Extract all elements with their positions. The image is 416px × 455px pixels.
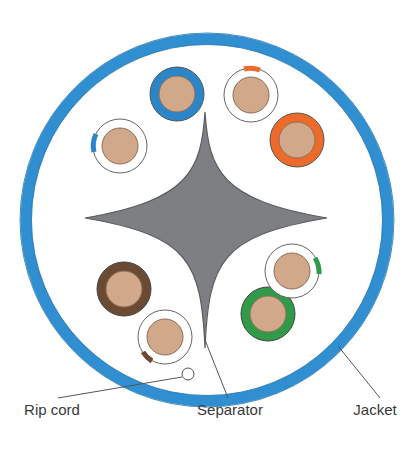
part-label: Separator (197, 401, 263, 419)
leader-line (58, 377, 182, 398)
leader-line (338, 346, 380, 398)
conductor-blue (150, 67, 204, 121)
jacket-edge (20, 33, 394, 407)
conductor-white-blue (93, 119, 147, 173)
leader-line (205, 340, 228, 398)
rip-cord (182, 368, 194, 380)
part-label: Jacket (353, 401, 396, 419)
conductor-brown (97, 262, 151, 316)
conductor-white-green (265, 244, 319, 298)
jacket-edge (32, 45, 383, 396)
part-label: Rip cord (24, 401, 80, 419)
separator (85, 112, 327, 348)
conductor-white-brown (138, 310, 192, 364)
conductor-orange (270, 113, 324, 167)
jacket (26, 39, 388, 401)
conductor-white-orange (224, 68, 278, 122)
